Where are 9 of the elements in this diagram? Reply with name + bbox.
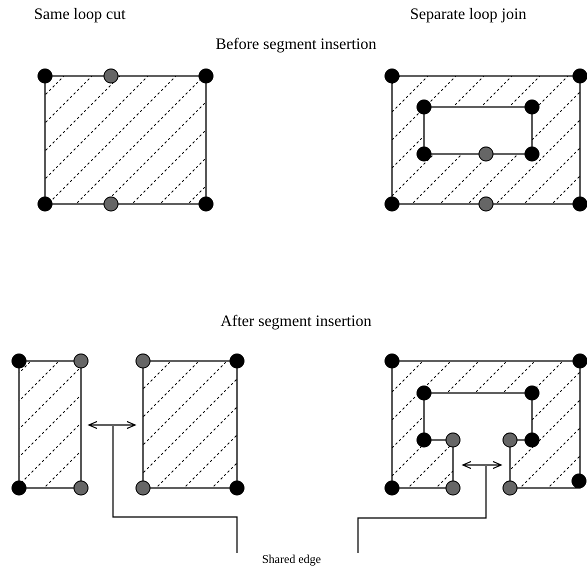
double-arrow [88, 421, 136, 429]
heading-label: Same loop cut [34, 6, 126, 24]
heading-label: After segment insertion [220, 313, 372, 332]
callout-text: Shared edge [262, 552, 321, 566]
heading-label: Before segment insertion [216, 36, 376, 54]
leader-line [357, 466, 487, 553]
heading-label: Separate loop join [410, 6, 526, 24]
double-arrow [462, 461, 502, 469]
leader-line [112, 426, 238, 553]
